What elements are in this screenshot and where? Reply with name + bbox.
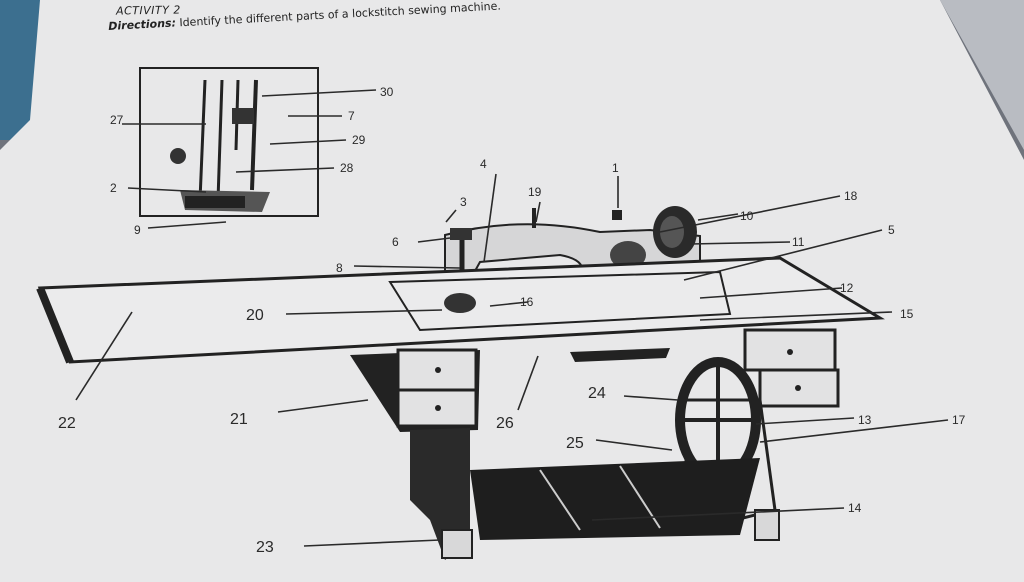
leader-lines bbox=[75, 89, 949, 547]
label-5: 5 bbox=[888, 223, 895, 237]
label-26: 26 bbox=[496, 415, 514, 432]
label-17: 17 bbox=[952, 413, 966, 427]
label-30: 30 bbox=[380, 85, 394, 99]
label-22: 22 bbox=[58, 415, 76, 432]
label-18: 18 bbox=[844, 189, 858, 203]
part-labels: 30 7 29 28 27 2 9 6 3 4 19 1 18 10 11 5 … bbox=[58, 85, 966, 556]
label-21: 21 bbox=[230, 411, 248, 428]
label-1: 1 bbox=[612, 161, 619, 175]
label-20: 20 bbox=[246, 307, 264, 324]
label-6: 6 bbox=[392, 235, 399, 249]
label-13: 13 bbox=[858, 413, 872, 427]
label-8: 8 bbox=[336, 261, 343, 275]
stand bbox=[410, 357, 780, 560]
label-10: 10 bbox=[740, 209, 754, 223]
label-14: 14 bbox=[848, 501, 862, 515]
activity-title: ACTIVITY 2 bbox=[115, 3, 181, 18]
label-28: 28 bbox=[340, 161, 354, 175]
label-29: 29 bbox=[352, 133, 366, 147]
label-16: 16 bbox=[520, 295, 534, 309]
label-24: 24 bbox=[588, 385, 606, 402]
paper-corner bbox=[940, 0, 1024, 150]
label-25: 25 bbox=[566, 435, 584, 452]
label-15: 15 bbox=[900, 307, 914, 321]
label-19: 4 bbox=[480, 157, 487, 171]
inset-presser-foot bbox=[139, 67, 319, 217]
label-11: 11 bbox=[792, 235, 805, 249]
label-4: 19 bbox=[528, 185, 542, 199]
table-top bbox=[36, 256, 885, 364]
label-27: 27 bbox=[110, 113, 124, 127]
label-9: 9 bbox=[134, 223, 141, 237]
label-23: 23 bbox=[256, 539, 274, 556]
label-12: 12 bbox=[840, 281, 854, 295]
label-2: 2 bbox=[110, 181, 117, 195]
label-3: 3 bbox=[460, 195, 467, 209]
cabinet bbox=[350, 328, 840, 432]
label-7: 7 bbox=[348, 109, 355, 123]
